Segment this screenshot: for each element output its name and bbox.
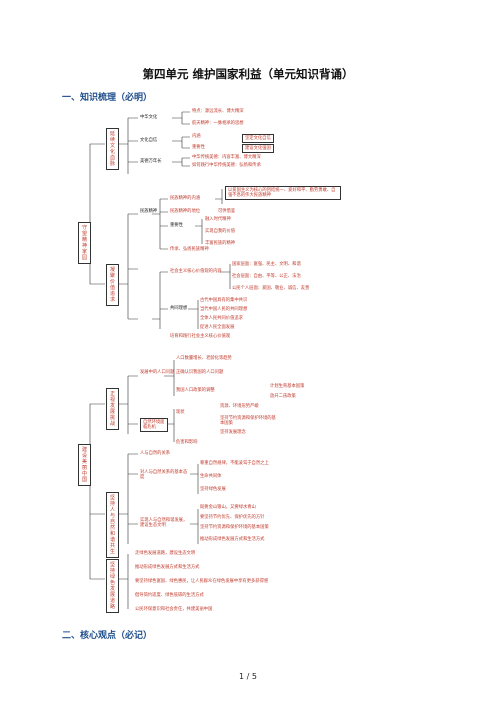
node-green-dev: 坚持绿色发展 [200, 487, 226, 492]
root-node-spiritual-home: 守望精神家园 [78, 222, 91, 264]
node-green-lifestyle: 推动形成绿色发展方式和生活方式 [200, 537, 265, 542]
branch-cultural-heritage: 延续文化血脉 [106, 128, 119, 170]
mind-map: 守望精神家园 延续文化血脉 中华文化 特点：源远流长、博大精深 航天精神：一脉相… [60, 104, 440, 624]
branch-harmony-nature: 坚持人与自然和谐共生 [106, 492, 119, 558]
node-env-policy: 坚持节约资源和保护环境的基本国策 [200, 525, 269, 530]
node-practice-values: 培育和践行社会主义核心价值观 [170, 334, 231, 339]
node-population-trend: 人口数量增长、老龄化等趋势 [176, 356, 232, 361]
node-virtue-practice: 如何践行中华传统美德：弘扬和传承 [192, 163, 261, 168]
node-culture-power: 建设文化强国 [242, 144, 274, 153]
node-basic-policy: 坚持节约资源和保护环境的基本国策 [220, 416, 276, 426]
node-green-road-2: 推动形成绿色发展方式和生活方式 [135, 565, 200, 570]
page-title: 第四单元 维护国家利益（单元知识背诵） [142, 67, 354, 81]
node-harm: 危害和影响 [176, 440, 198, 445]
node-spirit-reference: 可供借鉴 [218, 209, 236, 214]
node-two-child: 放开二孩政策 [270, 394, 296, 399]
node-era-spirit: 融入时代精神 [205, 217, 231, 222]
node-priority-policy: 要坚持节约优先、保护优先的方针 [200, 515, 265, 520]
node-confidence-importance: 重要性 [192, 145, 205, 150]
node-life-community: 生命共同体 [200, 474, 222, 479]
node-space-spirit: 航天精神：一脉相承的思想 [192, 121, 244, 126]
node-core-values: 社会主义核心价值观的内容 [170, 269, 222, 274]
node-values-social: 社会层面：自由、平等、公正、法治 [232, 274, 301, 279]
node-basic-attitude: 对人与自然关系的基本态度 [140, 470, 188, 480]
node-values-personal: 公民个人层面：爱国、敬业、诚信、友善 [232, 286, 310, 291]
node-green-road-1: 走绿色发展道路，建设生态文明 [135, 551, 196, 556]
node-family-planning: 计划生育基本国策 [270, 384, 305, 389]
node-development-concept: 坚持发展理念 [220, 430, 246, 435]
branch-green-road: 坚持绿色发展道路 [106, 559, 119, 613]
node-population: 发展中的人口问题 [140, 370, 175, 375]
node-eco-civilization: 实现人与自然和谐发展，建设生态文明 [140, 518, 188, 528]
node-chinese-culture: 中华文化 [140, 115, 158, 120]
node-carry-spirit: 传承、弘扬民族精神 [170, 247, 209, 252]
node-green-mountains: 既要金山银山，又要绿水青山 [200, 505, 256, 510]
node-firm-confidence: 坚定文化自信 [242, 134, 274, 143]
branch-development-challenges: 正视发展挑战 [106, 388, 119, 430]
node-ideal-shared: 全体人民共同价值追求 [200, 316, 243, 321]
node-green-road-3: 要坚持绿色富国、绿色惠民，让人民群众在绿色发展中享有更多获得感 [135, 579, 269, 584]
node-resource-situation: 资源、环境形势严峻 [220, 404, 259, 409]
node-spirit-status: 民族精神的地位 [170, 209, 201, 214]
section-heading-knowledge: 一、知识梳理（必明） [62, 93, 153, 103]
node-status: 现状 [176, 410, 185, 415]
node-respect-nature: 尊重自然规律，不能凌驾于自然之上 [200, 461, 269, 466]
node-human-nature: 人与自然的关系 [140, 451, 171, 456]
node-culture-feature: 特点：源远流长、博大精深 [192, 109, 244, 114]
section-heading-core: 二、核心观点（必记） [62, 631, 153, 641]
node-virtue-content: 中华传统美德：内容丰富、博大精深 [192, 155, 261, 160]
node-green-road-5: 公民环保意识和社会责任，共建美丽中国 [135, 607, 213, 612]
node-ideal-ancient: 古代中国具有的集中共识 [200, 298, 248, 303]
node-ideal-modern: 当代中国人民的共同理想 [200, 307, 248, 312]
node-population-policy: 我国人口政策的调整 [176, 388, 215, 393]
page-number: 1 / 5 [239, 672, 257, 681]
node-self-value: 实现自我的价值 [205, 229, 236, 234]
node-spirit-importance: 重要性 [170, 223, 183, 228]
node-green-road-4: 倡导简约适度、绿色低碳的生活方式 [135, 593, 204, 598]
node-enrich-spirit: 丰富民族的精神 [205, 241, 236, 246]
root-node-beautiful-china: 建设美丽中国 [78, 444, 91, 486]
node-spirit-meaning: 民族精神的内涵 [170, 196, 201, 201]
node-values-national: 国家层面：富强、民主、文明、和谐 [232, 262, 301, 267]
branch-value-pursuit: 凝聚价值追求 [106, 264, 119, 306]
node-population-view: 正确认识我国的人口问题 [176, 370, 224, 375]
node-virtue: 美德万年长 [140, 159, 162, 164]
node-spirit-definition: 以爱国主义为核心的团结统一、爱好和平、勤劳勇敢、自强不息的伟大民族精神 [225, 186, 341, 200]
node-cultural-confidence: 文化自信 [140, 138, 158, 143]
mind-map-connectors [89, 111, 231, 609]
node-ideal-develop: 促进人民全面发展 [200, 325, 235, 330]
node-national-spirit: 民族精神 [140, 209, 158, 214]
node-common-ideal: 共同理想 [170, 306, 188, 311]
node-environment-crisis: 自然环境面临危机 [140, 418, 168, 432]
node-confidence-meaning: 内涵 [192, 134, 201, 139]
